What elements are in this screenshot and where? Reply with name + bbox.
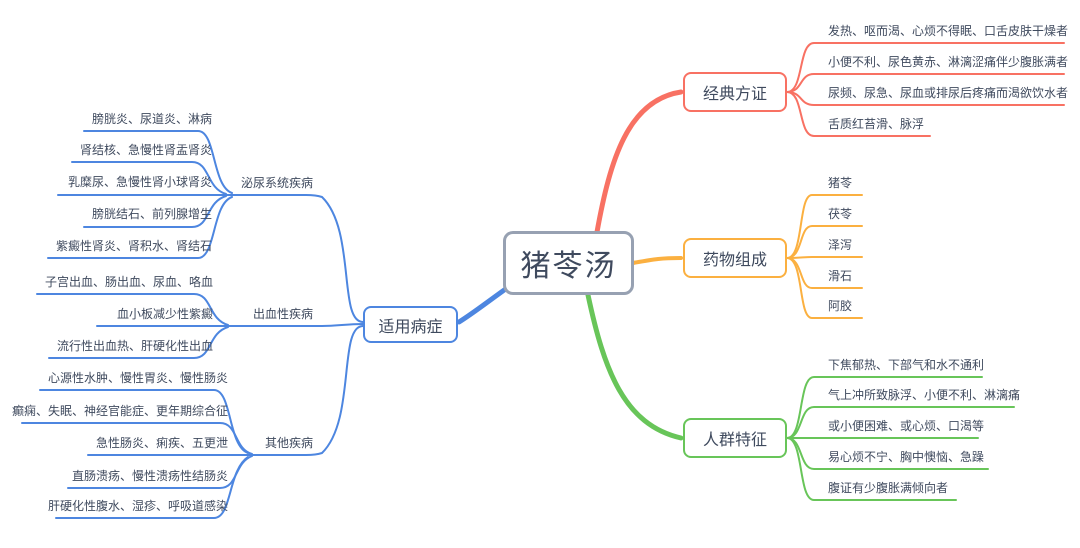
leaf-composition-5[interactable]: 阿胶 <box>828 299 853 313</box>
branch-node-composition[interactable]: 药物组成 <box>683 238 787 278</box>
composition-branch-lines <box>786 194 863 319</box>
branch-node-population[interactable]: 人群特征 <box>683 418 787 458</box>
trunk-lines <box>456 89 684 441</box>
leaf-urinary-5[interactable]: 紫癜性肾炎、肾积水、肾结石 <box>55 239 212 253</box>
leaf-classic-1[interactable]: 发热、呕而渴、心烦不得眠、口舌皮肤干燥者 <box>828 24 1069 38</box>
leaf-urinary-3[interactable]: 乳糜尿、急慢性肾小球肾炎 <box>67 175 212 189</box>
leaf-bleeding-3[interactable]: 流行性出血热、肝硬化性出血 <box>56 339 213 353</box>
leaf-population-4[interactable]: 易心烦不宁、胸中懊恼、急躁 <box>828 450 985 464</box>
leaf-composition-4[interactable]: 滑石 <box>828 269 853 283</box>
leaf-classic-2[interactable]: 小便不利、尿色黄赤、淋漓涩痛伴少腹胀满者 <box>828 55 1069 69</box>
leaf-classic-3[interactable]: 尿频、尿急、尿血或排尿后疼痛而渴欲饮水者 <box>828 86 1069 100</box>
leaf-classic-4[interactable]: 舌质红苔滑、脉浮 <box>828 117 925 131</box>
branch-node-classic[interactable]: 经典方证 <box>683 72 787 112</box>
leaf-bleeding-1[interactable]: 子宫出血、肠出血、尿血、咯血 <box>44 275 213 289</box>
leaf-population-5[interactable]: 腹证有少腹胀满倾向者 <box>828 481 949 495</box>
leaf-other-5[interactable]: 肝硬化性腹水、湿疹、呼吸道感染 <box>47 499 228 513</box>
leaf-urinary-4[interactable]: 膀胱结石、前列腺增生 <box>91 207 212 221</box>
leaf-population-1[interactable]: 下焦郁热、下部气和水不通利 <box>828 358 985 372</box>
leaf-other-1[interactable]: 心源性水肿、慢性胃炎、慢性肠炎 <box>47 371 228 385</box>
leaf-urinary-1[interactable]: 膀胱炎、尿道炎、淋病 <box>91 112 212 126</box>
leaf-other-4[interactable]: 直肠溃疡、慢性溃疡性结肠炎 <box>71 469 228 483</box>
leaf-composition-1[interactable]: 猪苓 <box>828 176 853 190</box>
leaf-population-3[interactable]: 或小便困难、或心烦、口渴等 <box>828 419 985 433</box>
leaf-bleeding-2[interactable]: 血小板减少性紫癜 <box>116 307 213 321</box>
subbranch-urinary[interactable]: 泌尿系统疾病 <box>240 176 313 190</box>
population-branch-lines <box>786 376 1015 501</box>
leaf-composition-3[interactable]: 泽泻 <box>828 238 853 252</box>
leaf-urinary-2[interactable]: 肾结核、急慢性肾盂肾炎 <box>79 143 212 157</box>
leaf-other-2[interactable]: 癫痫、失眠、神经官能症、更年期综合征 <box>11 404 228 418</box>
indications-branch-lines <box>21 130 364 519</box>
leaf-other-3[interactable]: 急性肠炎、痢疾、五更泄 <box>95 436 228 450</box>
root-node[interactable]: 猪苓汤 <box>503 231 634 295</box>
subbranch-bleeding[interactable]: 出血性疾病 <box>252 307 313 321</box>
leaf-population-2[interactable]: 气上冲所致脉浮、小便不利、淋漓痛 <box>828 388 1021 402</box>
branch-node-indications[interactable]: 适用病症 <box>363 306 458 343</box>
subbranch-other[interactable]: 其他疾病 <box>264 436 313 450</box>
classic-branch-lines <box>786 42 1065 137</box>
leaf-composition-2[interactable]: 茯苓 <box>828 207 853 221</box>
